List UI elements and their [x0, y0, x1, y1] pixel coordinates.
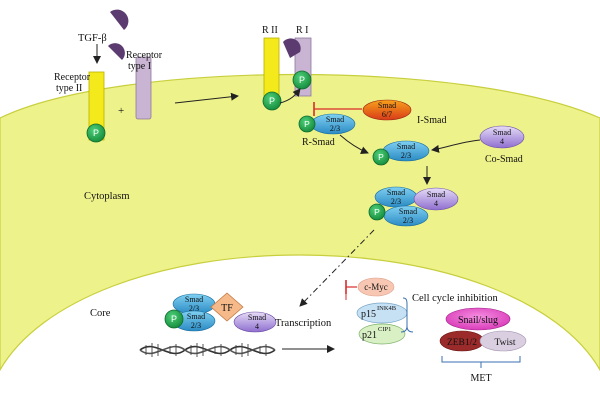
dna-helix-icon — [139, 343, 276, 357]
label-receptor-type-i-2: type I — [128, 61, 151, 72]
tf-node — [210, 292, 244, 322]
smad23-label-1: Smad — [399, 207, 417, 216]
label-transcription: Transcription — [275, 318, 332, 329]
p21-node — [358, 323, 406, 345]
phosphate-label: P — [299, 75, 305, 85]
smad23-label-2: 2/3 — [189, 304, 199, 313]
phosphate-label: P — [269, 96, 275, 106]
phosphate-label: P — [93, 128, 99, 138]
label-core: Core — [90, 308, 111, 319]
smad23-label-1: Smad — [185, 295, 203, 304]
phosphate-icon — [292, 70, 312, 90]
label-cell-cycle-inhibition: Cell cycle inhibition — [412, 293, 498, 304]
smad67-label-1: Smad — [378, 101, 396, 110]
snail-slug-node — [445, 307, 511, 331]
smad23-label-2: 2/3 — [191, 321, 201, 330]
r-smad-arrow — [339, 134, 369, 154]
label-cytoplasm: Cytoplasm — [84, 191, 130, 202]
smad4-label-2: 4 — [500, 137, 504, 146]
co-smad4-node — [479, 125, 525, 149]
zeb-label: ZEB1/2 — [447, 338, 477, 348]
smad23-label-1: Smad — [187, 312, 205, 321]
smad4-label-1: Smad — [427, 190, 445, 199]
nuclear-translocation-arrow — [299, 229, 375, 307]
twist-label: Twist — [495, 338, 516, 348]
phosphate-icon — [164, 309, 184, 329]
smad23-label-2: 2/3 — [330, 124, 340, 133]
nuclear-smad4 — [233, 311, 277, 333]
co-smad-arrow — [431, 139, 481, 153]
tf-label: TF — [221, 303, 233, 314]
p21-label: p21 — [362, 330, 377, 341]
label-co-smad: Co-Smad — [485, 154, 523, 165]
smad23-label-2: 2/3 — [401, 151, 411, 160]
phosphate-icon — [262, 91, 282, 111]
activation-arrow — [174, 92, 239, 104]
phosphate-icon — [86, 123, 106, 143]
smad23-label-1: Smad — [397, 142, 415, 151]
label-tgf-beta: TGF-β — [78, 33, 107, 44]
label-r-i: R I — [296, 25, 309, 36]
p15-superscript: INK4B — [377, 305, 397, 312]
target-genes-bracket — [400, 297, 414, 333]
phosphate-label: P — [304, 119, 310, 129]
label-met: MET — [470, 373, 491, 384]
smad23-label-1: Smad — [326, 115, 344, 124]
phospho-transfer-arrow — [279, 88, 301, 104]
smad23-label-2: 2/3 — [391, 197, 401, 206]
smad4-label-1: Smad — [248, 313, 266, 322]
smad67-node — [362, 99, 412, 121]
label-receptor-type-i-1: Receptor — [126, 50, 163, 61]
tgf-beta-ligand — [110, 9, 129, 30]
label-i-smad: I-Smad — [417, 115, 446, 126]
met-bracket — [441, 356, 521, 368]
phosphate-label: P — [378, 152, 384, 162]
label-r-smad: R-Smad — [302, 137, 335, 148]
smad23-label-1: Smad — [387, 188, 405, 197]
phosphate-icon — [298, 115, 316, 133]
smad4-label-2: 4 — [255, 322, 259, 331]
twist-node — [479, 330, 527, 352]
label-receptor-type-ii-2: type II — [56, 83, 82, 94]
tgf-beta-ligand — [108, 43, 125, 60]
tgf-beta-ligand — [283, 38, 301, 58]
snail-slug-label: Snail/slug — [458, 315, 498, 326]
phosphate-label: P — [374, 207, 380, 217]
receptor-type-i — [135, 56, 152, 120]
p21-superscript: CIP1 — [378, 326, 391, 333]
label-plus: + — [118, 105, 124, 117]
label-r-ii: R II — [262, 25, 278, 36]
smad4-label-1: Smad — [493, 128, 511, 137]
phosphate-label: P — [171, 314, 177, 324]
complex-smad4 — [413, 187, 459, 211]
smad23-label-2: 2/3 — [403, 216, 413, 225]
p15-label: p15 — [361, 309, 376, 320]
smad4-label-2: 4 — [434, 199, 438, 208]
receptor-ii-activated — [263, 37, 280, 101]
phosphate-icon — [372, 148, 390, 166]
label-receptor-type-ii-1: Receptor — [54, 72, 91, 83]
c-myc-node — [357, 277, 395, 297]
phosphate-icon — [368, 203, 386, 221]
c-myc-label: c-Myc — [364, 282, 388, 292]
smad67-label-2: 6/7 — [382, 110, 392, 119]
cytoplasm-region — [0, 73, 600, 372]
